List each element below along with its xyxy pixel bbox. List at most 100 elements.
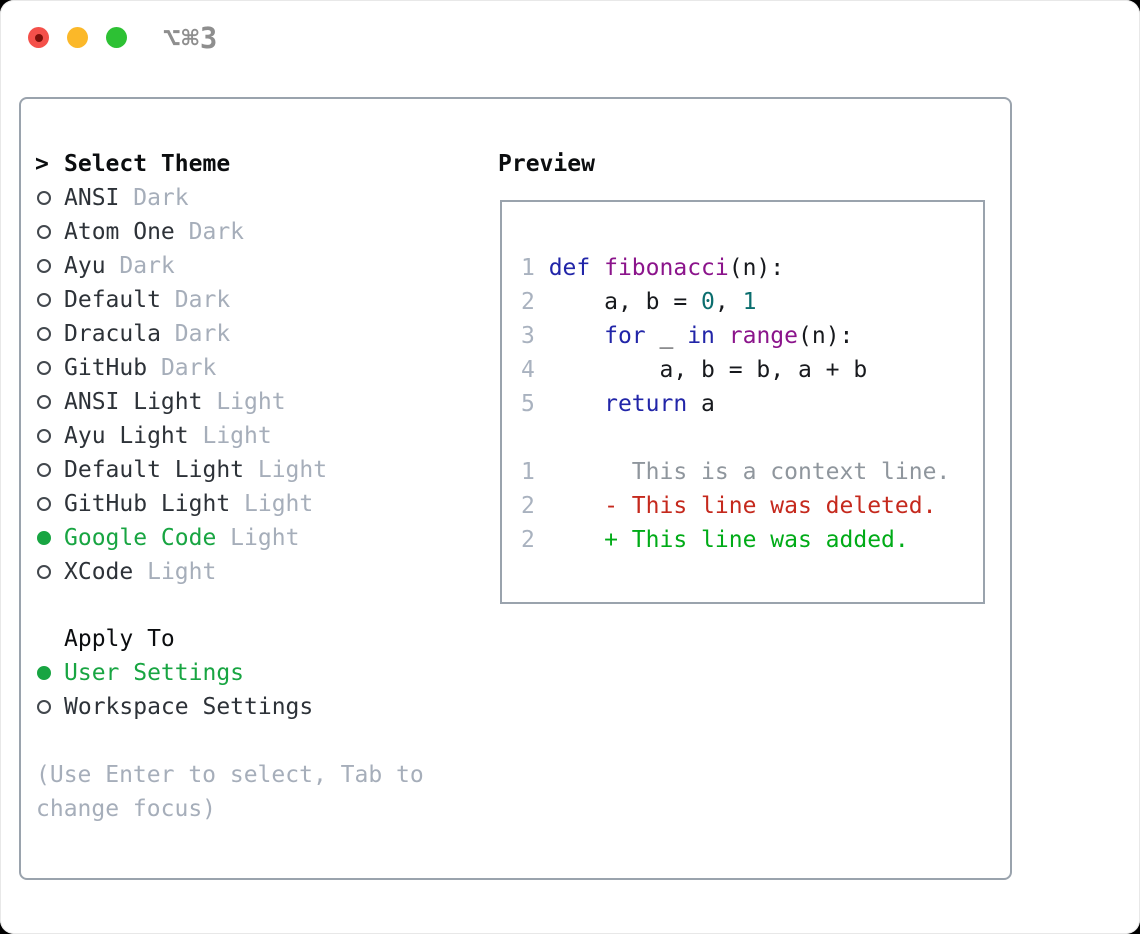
theme-option-ansi[interactable]: ANSI Dark <box>34 181 327 215</box>
theme-option-github[interactable]: GitHub Dark <box>34 351 327 385</box>
code-line: 3 for _ in range(n): <box>521 319 950 353</box>
theme-option-label: Default Dark <box>64 287 230 313</box>
code-token: a, b = b, a + b <box>534 357 868 383</box>
code-token: 2 <box>521 289 535 315</box>
code-line: 2 a, b = 0, 1 <box>521 285 950 319</box>
radio-selected-icon <box>37 531 51 545</box>
code-token: for <box>604 323 646 349</box>
code-token <box>535 323 604 349</box>
code-line: 4 a, b = b, a + b <box>521 353 950 387</box>
record-dot-icon <box>34 33 43 42</box>
theme-variant: Dark <box>160 321 231 347</box>
theme-name: Google Code <box>64 525 217 551</box>
code-token: 1 <box>742 289 757 315</box>
code-token: - This line was deleted. <box>534 493 937 519</box>
theme-name: Default <box>64 287 161 313</box>
code-line: 5 return a <box>521 387 950 421</box>
code-token: , <box>714 289 743 315</box>
code-token: in <box>687 323 715 349</box>
theme-option-label: Atom One Dark <box>64 219 244 245</box>
code-token: 0 <box>701 289 715 315</box>
theme-option-ayu-light[interactable]: Ayu Light Light <box>34 419 327 453</box>
radio-icon <box>37 293 51 307</box>
theme-option-dracula[interactable]: Dracula Dark <box>34 317 327 351</box>
code-line: 2 + This line was added. <box>521 523 950 557</box>
theme-name: Ayu Light <box>64 423 189 449</box>
code-token: 4 <box>521 357 535 383</box>
radio-icon <box>37 497 51 511</box>
focus-caret-icon: > <box>35 151 49 177</box>
code-line <box>521 421 950 455</box>
radio-icon <box>37 225 51 239</box>
theme-option-github-light[interactable]: GitHub Light Light <box>34 487 327 521</box>
apply-option-user-settings[interactable]: User Settings <box>34 656 313 690</box>
theme-option-label: GitHub Light Light <box>64 491 313 517</box>
theme-variant: Dark <box>160 287 231 313</box>
theme-name: ANSI <box>64 185 120 211</box>
code-token: + This line was added. <box>534 527 909 553</box>
theme-option-label: GitHub Dark <box>64 355 216 381</box>
apply-option-workspace-settings[interactable]: Workspace Settings <box>34 690 313 724</box>
code-token: This is a context line. <box>534 459 951 485</box>
radio-icon <box>37 327 51 341</box>
theme-name: GitHub Light <box>64 491 231 517</box>
minimize-button[interactable] <box>67 27 88 48</box>
theme-variant: Light <box>133 559 217 585</box>
theme-name: Ayu <box>64 253 106 279</box>
apply-option-label: User Settings <box>64 660 245 686</box>
code-line: 1 This is a context line. <box>521 455 950 489</box>
code-token: 1 <box>521 459 535 485</box>
theme-name: Atom One <box>64 219 175 245</box>
theme-option-label: Dracula Dark <box>64 321 230 347</box>
radio-icon <box>37 463 51 477</box>
theme-option-label: Ayu Dark <box>64 253 175 279</box>
theme-variant: Dark <box>105 253 175 279</box>
radio-icon <box>37 395 51 409</box>
theme-variant: Dark <box>174 219 245 245</box>
code-token: 1 <box>521 255 549 281</box>
theme-option-label: XCode Light <box>64 559 216 585</box>
code-line: 1 def fibonacci(n): <box>521 251 950 285</box>
theme-option-label: ANSI Light Light <box>64 389 286 415</box>
apply-to-header-row: Apply To <box>34 622 313 656</box>
theme-option-ayu[interactable]: Ayu Dark <box>34 249 327 283</box>
code-token <box>535 391 604 417</box>
code-token: fibonacci <box>604 255 729 281</box>
code-token: range <box>728 323 799 349</box>
code-token: 2 <box>521 527 535 553</box>
code-token <box>715 323 729 349</box>
code-token: a <box>687 391 715 417</box>
theme-option-ansi-light[interactable]: ANSI Light Light <box>34 385 327 419</box>
theme-option-google-code[interactable]: Google Code Light <box>34 521 327 555</box>
preview-header: Preview <box>498 151 595 177</box>
code-token: 5 <box>521 391 535 417</box>
maximize-button[interactable] <box>106 27 127 48</box>
theme-option-label: Ayu Light Light <box>64 423 272 449</box>
theme-name: Dracula <box>64 321 161 347</box>
radio-icon <box>37 259 51 273</box>
theme-option-default-light[interactable]: Default Light Light <box>34 453 327 487</box>
select-theme-title: Select Theme <box>64 151 231 177</box>
theme-option-label: Default Light Light <box>64 457 327 483</box>
hint-line: (Use Enter to select, Tab to <box>36 762 424 788</box>
close-button[interactable] <box>28 27 49 48</box>
theme-option-xcode[interactable]: XCode Light <box>34 555 327 589</box>
theme-variant: Light <box>202 389 286 415</box>
radio-icon <box>37 700 51 714</box>
apply-to-title: Apply To <box>64 626 175 652</box>
code-token: 3 <box>521 323 535 349</box>
code-token: 2 <box>521 493 535 519</box>
code-token: return <box>604 391 688 417</box>
theme-option-default[interactable]: Default Dark <box>34 283 327 317</box>
theme-option-atom-one[interactable]: Atom One Dark <box>34 215 327 249</box>
radio-icon <box>37 191 51 205</box>
theme-name: ANSI Light <box>64 389 203 415</box>
code-token: _ <box>645 323 688 349</box>
theme-option-label: ANSI Dark <box>64 185 189 211</box>
window-title: ⌥⌘3 <box>163 21 219 55</box>
